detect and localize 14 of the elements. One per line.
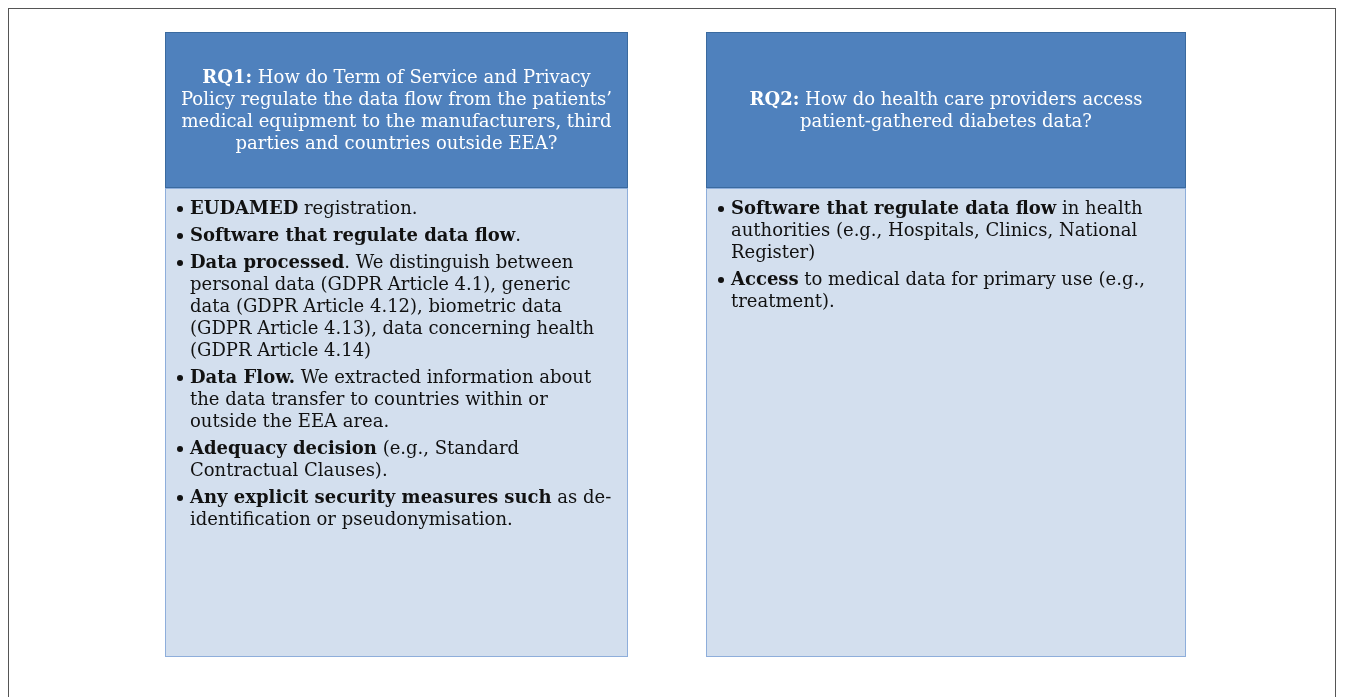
question-text: RQ1: How do Term of Service and Privacy Policy regulate the data flow from the patients’ medical equipment to the manufacturers, third parties and countries outside EEA? bbox=[179, 66, 614, 154]
bullet-text: Any explicit security measures such as de-identification or pseudonymisation. bbox=[190, 486, 612, 529]
bullet-text: Data processed. We distinguish between personal data (GDPR Article 4.1), generic data (GDPR Article 4.12), biometric data (GDPR Article 4.13), data concerning health (GDPR Article 4.14) bbox=[190, 251, 595, 360]
bullet-text: EUDAMED registration. bbox=[190, 197, 418, 218]
bullet-text: Access to medical data for primary use (e.g., treatment). bbox=[731, 268, 1145, 311]
bullet-text: Data Flow. We extracted information about the data transfer to countries within or outside the EEA area. bbox=[190, 366, 592, 431]
question-text: RQ2: How do health care providers access patient-gathered diabetes data? bbox=[748, 88, 1144, 132]
bullet-list-panel bbox=[706, 188, 1186, 657]
bullet-list-panel bbox=[165, 188, 628, 657]
bullet-text: Adequacy decision (e.g., Standard Contractual Clauses). bbox=[190, 437, 519, 480]
bullet-text: Software that regulate data flow in health authorities (e.g., Hospitals, Clinics, National Register) bbox=[731, 197, 1143, 262]
question-header bbox=[706, 32, 1186, 188]
bullet-text: Software that regulate data flow. bbox=[190, 224, 522, 245]
question-header bbox=[165, 32, 628, 188]
